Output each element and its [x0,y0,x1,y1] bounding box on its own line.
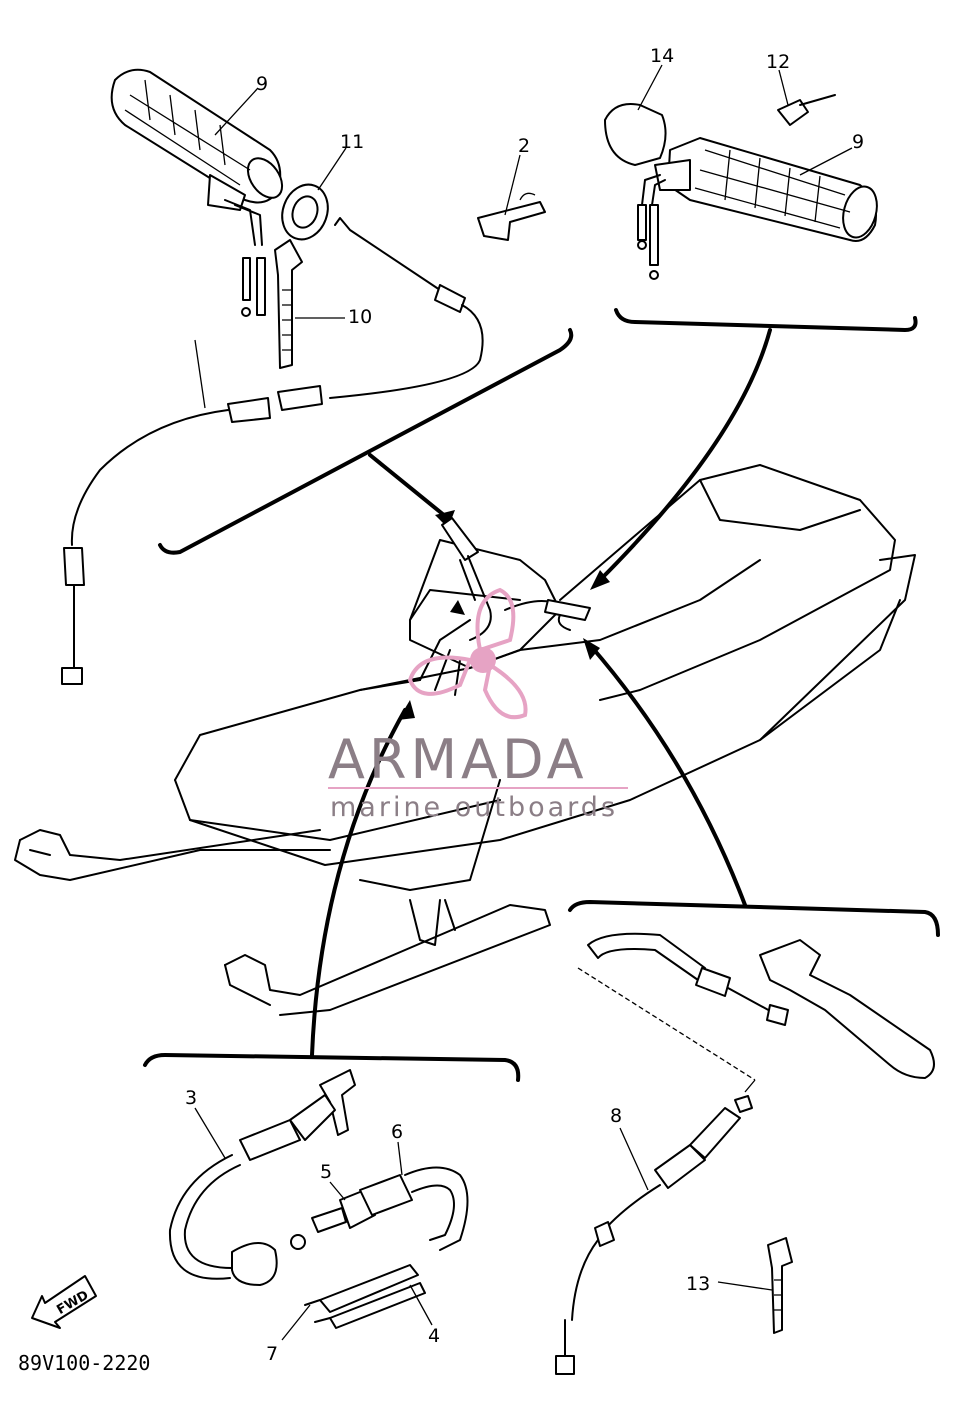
armada-watermark: ARMADA marine outboards [328,587,628,823]
throttle-grip-assembly [61,68,574,685]
callout-7: 7 [266,1343,278,1365]
callout-6: 6 [391,1121,403,1143]
callout-13: 13 [686,1273,710,1295]
watermark-title: ARMADA [328,728,588,791]
callout-5: 5 [320,1161,332,1183]
callout-10: 10 [348,306,372,328]
callout-9-left: 9 [256,73,268,95]
callout-14: 14 [650,45,674,67]
callout-12: 12 [766,51,790,73]
diagram-code: 89V100-2220 [18,1351,150,1375]
callout-9-right: 9 [852,131,864,153]
callout-3: 3 [185,1087,197,1109]
callout-4: 4 [428,1325,440,1347]
brake-lever-assembly [555,638,940,1375]
switch-cord-assembly [143,700,521,1341]
right-grip-assembly [590,64,918,590]
watermark-subtitle: marine outboards [330,792,618,823]
propeller-icon [407,587,528,720]
fwd-indicator: FWD [31,1275,97,1329]
snowmobile-body [14,464,916,1016]
callout-labels: 9 11 2 10 14 12 9 3 6 5 7 4 8 13 [185,45,864,1365]
hood-wire-harness [359,517,591,696]
callout-11: 11 [340,131,364,153]
callout-2: 2 [518,135,530,157]
callout-8: 8 [610,1105,622,1127]
arrow-down-left-icon [31,1275,97,1329]
